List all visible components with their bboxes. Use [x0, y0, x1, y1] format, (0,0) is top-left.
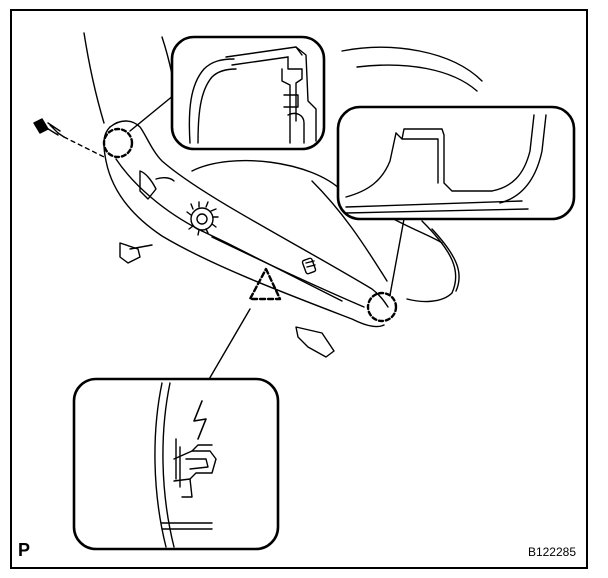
seat-cushion-diagram — [33, 32, 576, 551]
figure-code: B122285 — [527, 545, 576, 559]
seat-side-cover — [103, 120, 389, 328]
clip-icon — [301, 257, 317, 275]
figure-frame: P B122285 — [10, 9, 588, 569]
zoom-detail-top — [170, 35, 326, 151]
corner-letter: P — [18, 540, 31, 560]
zoom-detail-right — [336, 105, 576, 221]
cover-mount-bracket — [119, 170, 335, 358]
dashed-triangle-icon — [248, 267, 282, 301]
dashed-circle-icon — [102, 127, 134, 159]
recliner-gear — [186, 201, 219, 236]
dashed-circle-icon — [366, 291, 398, 323]
screw-icon — [33, 118, 105, 158]
seat-cushion-outline — [191, 159, 460, 303]
zoom-detail-bottom — [72, 377, 280, 551]
